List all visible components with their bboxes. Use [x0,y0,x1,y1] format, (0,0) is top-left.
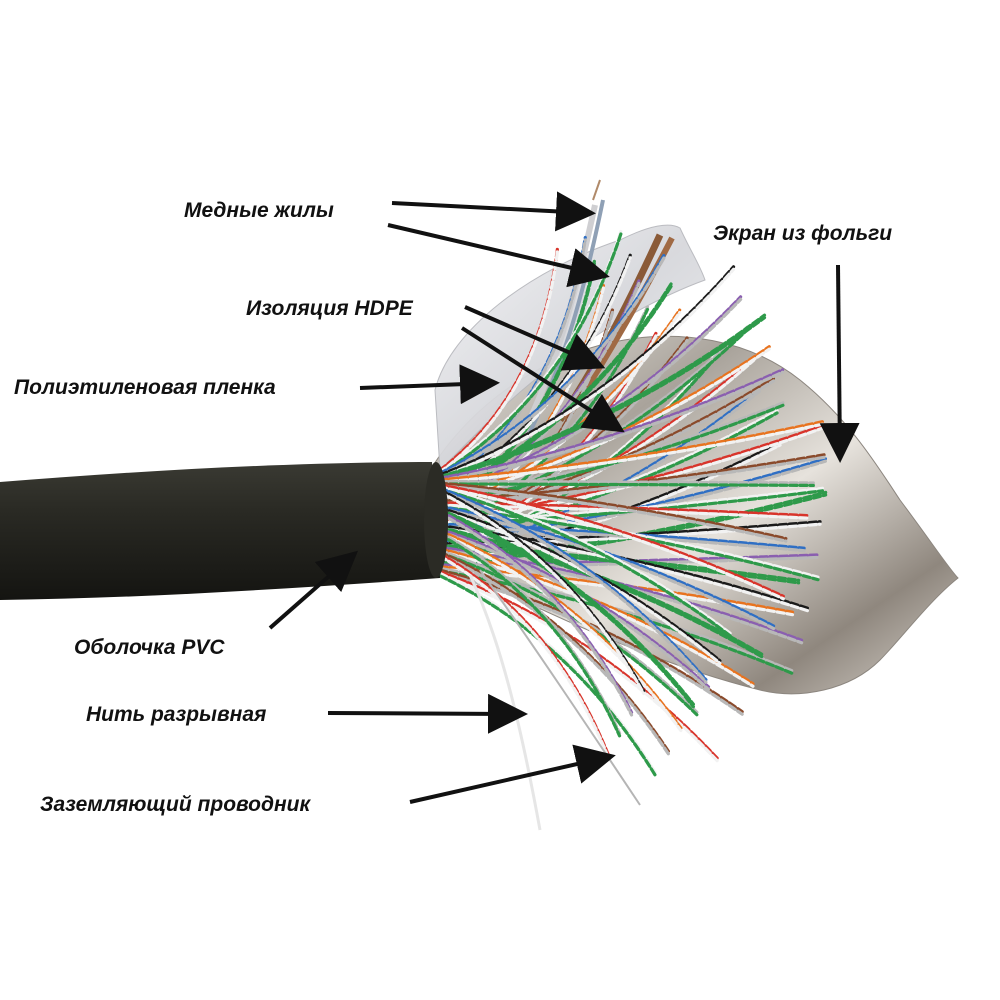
wire [438,256,666,478]
wire [438,483,785,598]
arrow-icon [387,223,610,288]
arrow-icon [464,305,606,371]
label-drain-wire: Заземляющий проводник [40,793,311,816]
wire [438,368,785,480]
arrow-icon [359,364,500,405]
wire [438,507,695,706]
arrow-icon [391,191,596,232]
wire [438,481,788,541]
arrow-icon [819,264,860,463]
arrow-icon [460,326,625,433]
wire [438,488,646,693]
label-hdpe-insulation: Изоляция HDPE [246,297,413,320]
wire [438,510,695,709]
wire [438,552,670,756]
wire [438,486,708,682]
wire [438,531,683,733]
wire [438,485,785,601]
wire [438,482,815,488]
wire [438,490,646,696]
wire [438,479,815,485]
wire [438,570,720,762]
wire [438,484,788,543]
wire [438,533,622,738]
wire [438,419,827,482]
wire [438,574,658,779]
pvc-sheath [0,462,440,600]
wire [438,267,736,480]
rip-cord [468,574,542,831]
arrow-icon [327,693,528,734]
arrow-icon [409,744,616,804]
label-pvc-sheath: Оболочка PVC [74,636,225,659]
label-polyethylene-film: Полиэтиленовая пленка [14,376,276,399]
drain-wire [479,569,641,806]
wire [438,422,827,484]
callout-arrows [268,191,860,804]
label-rip-cord: Нить разрывная [86,703,267,726]
label-copper-conductors: Медные жилы [184,199,334,222]
wire [438,484,733,636]
label-foil-screen: Экран из фольги [713,222,893,245]
sheath-end [424,462,448,578]
wire [438,370,785,483]
wire-bundle [438,228,828,779]
wire [438,554,610,758]
wire [438,511,634,717]
arrow-icon [268,550,359,630]
wire [438,488,708,684]
wire [438,525,806,553]
wire [438,250,559,475]
wire [438,265,736,477]
wire [438,487,733,639]
wire [438,572,720,764]
